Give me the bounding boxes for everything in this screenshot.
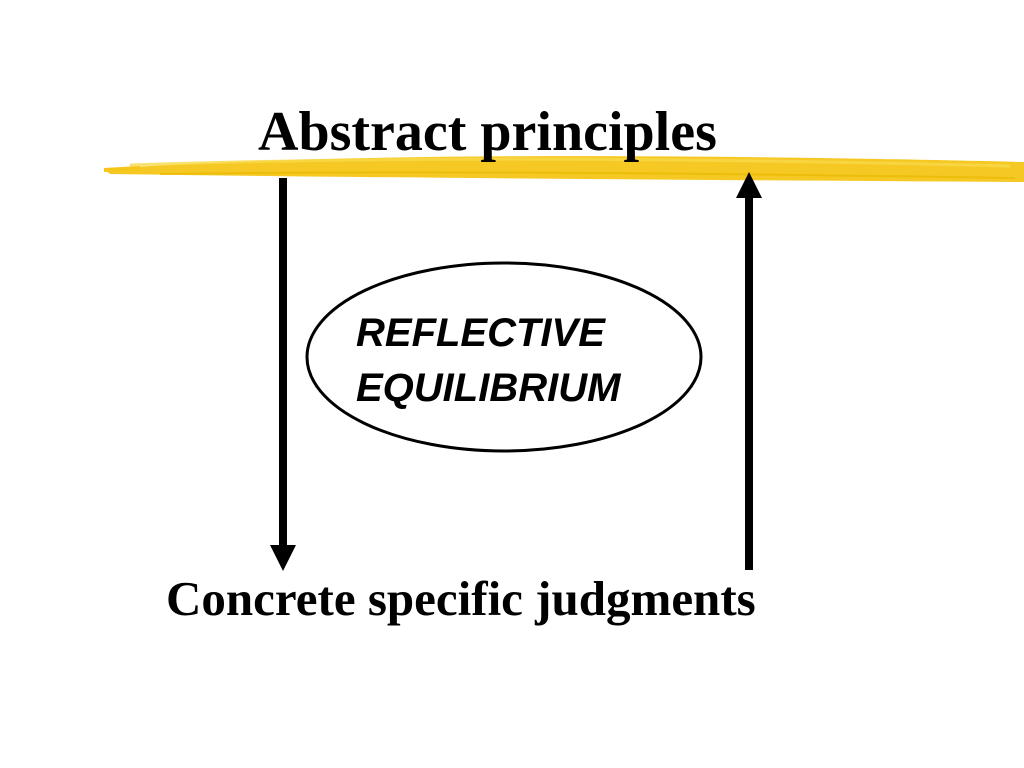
arrow-down-icon xyxy=(270,178,296,571)
highlighter-stroke xyxy=(103,156,1024,182)
top-heading: Abstract principles xyxy=(258,101,717,163)
ellipse-label-line-1: REFLECTIVE xyxy=(356,311,605,355)
equilibrium-ellipse xyxy=(305,261,703,453)
arrow-up-icon xyxy=(736,172,762,570)
ellipse-label-line-2: EQUILIBRIUM xyxy=(356,366,621,410)
bottom-heading: Concrete specific judgments xyxy=(166,571,756,626)
